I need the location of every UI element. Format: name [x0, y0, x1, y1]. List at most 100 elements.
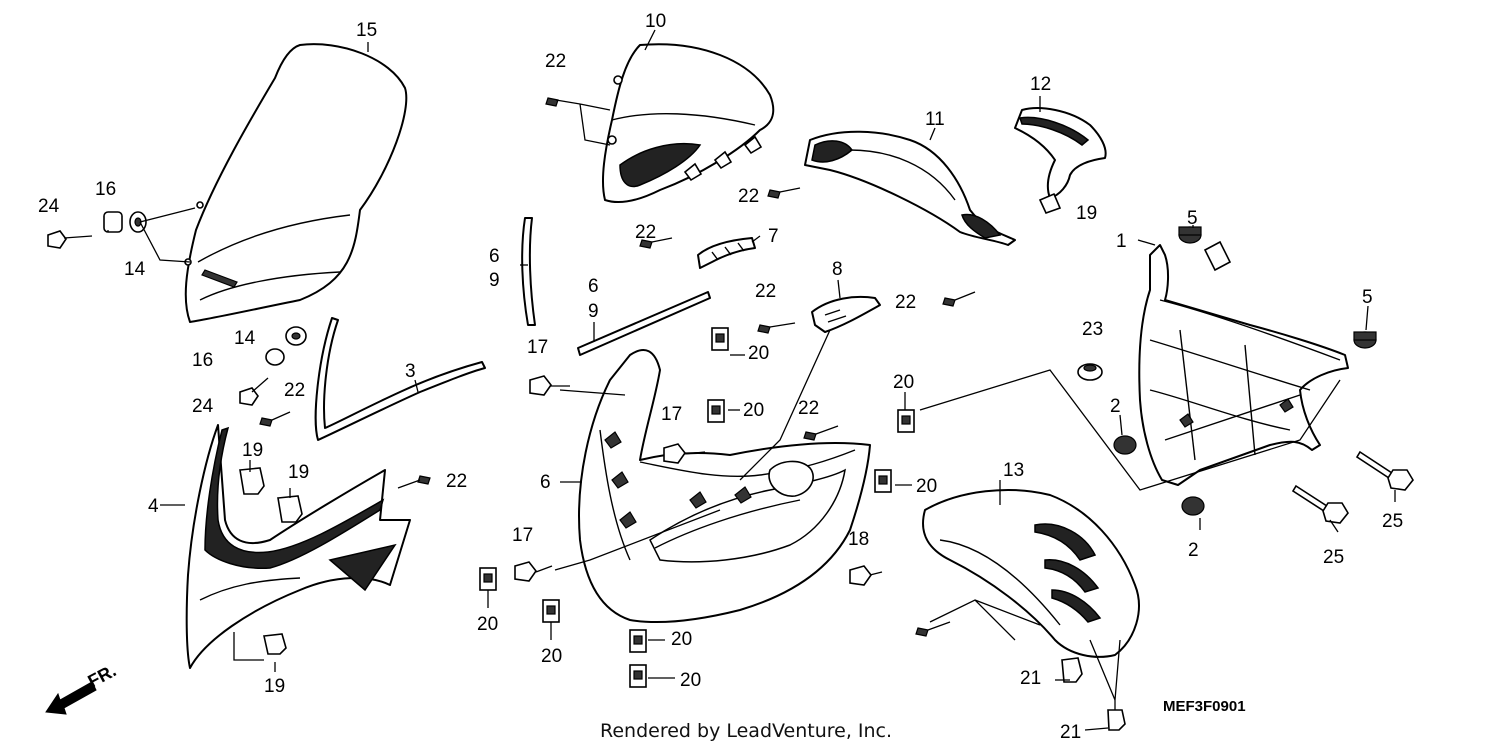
- grommet-part-5a[interactable]: [1178, 226, 1202, 244]
- callout-19: 19: [288, 462, 309, 483]
- bracket-part-8[interactable]: [811, 295, 881, 333]
- callout-20: 20: [748, 343, 769, 364]
- screw-part-22-h[interactable]: [803, 425, 839, 441]
- spacer-part-16-a[interactable]: [103, 211, 123, 233]
- clip-part-19-a[interactable]: [239, 467, 265, 495]
- bolt-part-17-c[interactable]: [514, 561, 553, 582]
- callout-20: 20: [671, 629, 692, 650]
- spacer-part-16-b[interactable]: [265, 348, 285, 366]
- callout-22: 22: [895, 292, 916, 313]
- callout-11: 11: [925, 109, 945, 130]
- grommet-part-2a[interactable]: [1113, 435, 1137, 455]
- callout-20: 20: [541, 646, 562, 667]
- nut-part-20-c[interactable]: [897, 409, 915, 433]
- callout-9: 9: [588, 301, 599, 322]
- screw-part-22-g[interactable]: [397, 475, 431, 489]
- bolt-part-17-a[interactable]: [529, 375, 570, 396]
- bolt-part-25b[interactable]: [1291, 484, 1349, 524]
- callout-22: 22: [446, 471, 467, 492]
- callout-9: 9: [489, 270, 500, 291]
- callout-22: 22: [798, 398, 819, 419]
- inner-panel-part-11[interactable]: [804, 130, 1016, 246]
- bolt-part-24-a[interactable]: [47, 230, 93, 249]
- bolt-part-24-b[interactable]: [239, 377, 269, 406]
- screw-part-22-b[interactable]: [767, 187, 801, 199]
- callout-6: 6: [489, 246, 500, 267]
- clip-part-21-a[interactable]: [1061, 657, 1083, 683]
- callout-10: 10: [645, 11, 666, 32]
- strip-part-6-9-b[interactable]: [577, 291, 711, 356]
- bolt-part-18[interactable]: [849, 565, 883, 586]
- grommet-part-2b[interactable]: [1181, 496, 1205, 516]
- leader-lines: [107, 29, 1396, 731]
- callout-8: 8: [832, 259, 843, 280]
- screw-part-22-i[interactable]: [915, 621, 951, 637]
- strip-part-6-9-a[interactable]: [521, 217, 536, 326]
- callout-20: 20: [916, 476, 937, 497]
- callout-17: 17: [661, 404, 682, 425]
- clip-part-19-b[interactable]: [277, 495, 303, 523]
- callout-20: 20: [680, 670, 701, 691]
- callout-3: 3: [405, 361, 416, 382]
- callout-20: 20: [893, 372, 914, 393]
- nut-part-20-f[interactable]: [542, 599, 560, 623]
- bolt-part-25a[interactable]: [1355, 450, 1414, 491]
- screw-part-22-a[interactable]: [545, 97, 581, 107]
- callout-21: 21: [1020, 668, 1041, 689]
- screw-part-22-f[interactable]: [259, 411, 291, 427]
- callout-17: 17: [527, 337, 548, 358]
- callout-16: 16: [192, 350, 213, 371]
- inner-fender-part-13[interactable]: [922, 489, 1140, 658]
- callout-17: 17: [512, 525, 533, 546]
- callout-22: 22: [738, 186, 759, 207]
- nut-part-20-e[interactable]: [479, 567, 497, 591]
- screw-part-22-d[interactable]: [757, 322, 796, 334]
- nut-part-20-h[interactable]: [629, 664, 647, 688]
- callout-19: 19: [264, 676, 285, 697]
- callout-7: 7: [768, 226, 779, 247]
- callout-22: 22: [635, 222, 656, 243]
- front-arrow-icon: [45, 681, 97, 715]
- nut-part-20-d[interactable]: [874, 469, 892, 493]
- callout-5: 5: [1362, 287, 1373, 308]
- bracket-part-7[interactable]: [697, 237, 756, 269]
- callout-22: 22: [545, 51, 566, 72]
- meter-cover-part-10[interactable]: [601, 43, 775, 203]
- callout-23: 23: [1082, 319, 1103, 340]
- upper-cowl-part-4[interactable]: [185, 424, 411, 669]
- bolt-part-17-b[interactable]: [663, 443, 706, 464]
- seal-strip-part-3[interactable]: [314, 317, 486, 441]
- callout-19: 19: [1076, 203, 1097, 224]
- callout-19: 19: [242, 440, 263, 461]
- callout-24: 24: [38, 196, 60, 217]
- callout-22: 22: [755, 281, 776, 302]
- nut-part-20-g[interactable]: [629, 629, 647, 653]
- callout-labels: 15 24 16 14 14 16 24 22 3 19 19 22 4 19 …: [38, 11, 1403, 743]
- bracket-part-12[interactable]: [1014, 107, 1107, 214]
- callout-6: 6: [540, 472, 551, 493]
- clip-part-19-c[interactable]: [263, 633, 287, 655]
- callout-16: 16: [95, 179, 116, 200]
- clip-part-21-b[interactable]: [1107, 700, 1126, 731]
- callout-13: 13: [1003, 460, 1024, 481]
- grommet-part-5b[interactable]: [1353, 331, 1377, 349]
- front-cowl-part-6[interactable]: [578, 349, 871, 623]
- washer-part-14-b[interactable]: [285, 326, 307, 346]
- callout-4: 4: [148, 496, 159, 517]
- callout-24: 24: [192, 396, 214, 417]
- nut-part-20-b[interactable]: [707, 399, 725, 423]
- nut-part-20-a[interactable]: [711, 327, 729, 351]
- screw-part-22-c[interactable]: [639, 237, 673, 249]
- windscreen-part-15[interactable]: [184, 43, 408, 323]
- screw-part-22-e[interactable]: [942, 291, 976, 307]
- callout-5: 5: [1187, 208, 1198, 229]
- front-direction-marker: FR.: [45, 660, 119, 715]
- callout-15: 15: [356, 20, 377, 41]
- callout-6: 6: [588, 276, 599, 297]
- frame-stay-part-1[interactable]: [1138, 240, 1349, 486]
- diagram-code: MEF3F0901: [1163, 698, 1246, 715]
- callout-2: 2: [1110, 396, 1121, 417]
- callout-2: 2: [1188, 540, 1199, 561]
- grommet-part-23[interactable]: [1077, 363, 1103, 381]
